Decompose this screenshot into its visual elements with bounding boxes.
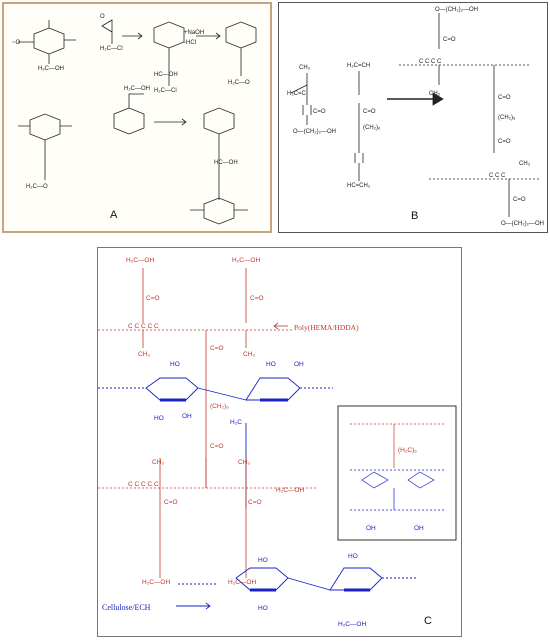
svg-text:HO: HO: [170, 361, 180, 368]
svg-text:H₂C—OH: H₂C—OH: [338, 621, 366, 628]
svg-text:H₂C=CH: H₂C=CH: [347, 63, 370, 69]
glucose-ring: [225, 21, 257, 49]
glucose-ring: [113, 107, 145, 135]
panel-c-composite-network: H₂C—OH H₂C—OH C=O C=O C C C C C CH₃ CH₃ …: [97, 247, 462, 637]
glucose-ring: [203, 197, 235, 225]
svg-text:CH₃: CH₃: [238, 459, 250, 466]
svg-text:OH: OH: [366, 525, 376, 532]
hdda-monomer: [354, 71, 364, 181]
svg-text:H₂C—OH: H₂C—OH: [276, 487, 304, 494]
glucose-ring: [33, 27, 65, 55]
svg-text:HC=CH₂: HC=CH₂: [347, 183, 371, 189]
svg-text:C=O: C=O: [248, 499, 262, 506]
svg-text:OH: OH: [414, 525, 424, 532]
svg-text:HC—OH: HC—OH: [214, 160, 238, 166]
cellulose-annotation: Cellulose/ECH: [102, 603, 151, 612]
svg-text:(H₂C)₆: (H₂C)₆: [398, 447, 417, 454]
svg-text:C=O: C=O: [210, 345, 224, 352]
epichlorohydrin: [101, 19, 113, 44]
svg-text:HC—OH: HC—OH: [154, 72, 178, 78]
svg-text:C=O: C=O: [363, 109, 376, 115]
inset-detail-box: (H₂C)₆ OH OH: [337, 405, 457, 541]
svg-text:C=O: C=O: [313, 109, 326, 115]
svg-text:C C C: C C C: [489, 173, 506, 179]
svg-text:C=O: C=O: [443, 37, 456, 43]
svg-text:C=O: C=O: [164, 499, 178, 506]
polymer-annotation: Poly(HEMA/HDDA): [294, 323, 359, 332]
svg-text:HO: HO: [258, 557, 268, 564]
svg-text:(CH₂)₆: (CH₂)₆: [498, 115, 516, 121]
panel-a-label: A: [110, 209, 118, 221]
svg-text:H₂C—Cl: H₂C—Cl: [154, 88, 177, 94]
reagent-hcl: -HCl: [184, 40, 196, 46]
svg-text:HO: HO: [154, 415, 164, 422]
cellulose-chain-middle: [98, 377, 333, 508]
cellulose-chain-bottom: [178, 567, 418, 592]
svg-text:CH₃: CH₃: [152, 459, 164, 466]
svg-text:OH: OH: [182, 413, 192, 420]
panel-b-diagram: H₂C=C CH₃ C=O O—(CH₂)₂—OH H₂C=CH C=O (CH…: [287, 7, 544, 227]
svg-text:O: O: [100, 14, 105, 20]
svg-text:C C C C: C C C C: [419, 59, 442, 65]
glucose-ring: [153, 21, 185, 49]
svg-text:OH: OH: [294, 361, 304, 368]
panel-b-label: B: [411, 210, 418, 222]
svg-text:H₂C—OH: H₂C—OH: [232, 257, 260, 264]
svg-text:H₂C=C: H₂C=C: [287, 91, 306, 97]
svg-text:HO: HO: [258, 605, 268, 612]
svg-text:CH₃: CH₃: [429, 91, 441, 97]
panel-a-diagram: ~O H₂C—OH O H₂C—Cl HC—OH H₂C—Cl H₂C—O H₂…: [12, 14, 257, 225]
svg-text:O—(CH₂)₂—OH: O—(CH₂)₂—OH: [435, 7, 478, 13]
svg-text:H₂C: H₂C: [230, 419, 242, 426]
svg-text:(CH₂)₆: (CH₂)₆: [363, 125, 381, 131]
panel-b-hema-hdda-polymerization: H₂C=C CH₃ C=O O—(CH₂)₂—OH H₂C=CH C=O (CH…: [278, 2, 548, 233]
svg-text:O—(CH₂)₂—OH: O—(CH₂)₂—OH: [293, 129, 336, 135]
svg-text:HO: HO: [266, 361, 276, 368]
svg-text:(CH₂)₆: (CH₂)₆: [210, 403, 229, 410]
hema-monomer: [290, 73, 312, 125]
svg-text:C C C C C: C C C C C: [128, 481, 159, 488]
panel-c-label: C: [424, 615, 432, 627]
svg-text:C=O: C=O: [210, 443, 224, 450]
svg-text:H₂C—OH: H₂C—OH: [142, 579, 170, 586]
glucose-ring: [203, 107, 235, 135]
svg-text:C C C C C: C C C C C: [128, 323, 159, 330]
polymer-chain-bottom: [98, 458, 318, 578]
svg-text:HO: HO: [348, 553, 358, 560]
svg-text:CH₃: CH₃: [519, 161, 531, 167]
reagent-naoh: +NaOH: [184, 30, 204, 36]
svg-text:CH₃: CH₃: [243, 351, 255, 358]
panel-c-diagram: H₂C—OH H₂C—OH C=O C=O C C C C C CH₃ CH₃ …: [98, 257, 457, 628]
svg-text:H₂C—OH: H₂C—OH: [38, 66, 64, 72]
svg-text:H₂C—OH: H₂C—OH: [228, 579, 256, 586]
svg-text:CH₃: CH₃: [299, 65, 311, 71]
svg-text:C=O: C=O: [250, 295, 264, 302]
svg-text:H₂C—Cl: H₂C—Cl: [100, 46, 123, 52]
svg-text:~O: ~O: [12, 40, 21, 46]
svg-text:C=O: C=O: [513, 197, 526, 203]
svg-text:O—(CH₂)₂—OH: O—(CH₂)₂—OH: [501, 221, 544, 227]
glucose-ring: [29, 113, 61, 141]
svg-text:H₂C—O: H₂C—O: [228, 80, 250, 86]
svg-text:H₂C—OH: H₂C—OH: [124, 86, 150, 92]
svg-text:C=O: C=O: [498, 139, 511, 145]
svg-text:C=O: C=O: [146, 295, 160, 302]
svg-text:H₂C—OH: H₂C—OH: [126, 257, 154, 264]
panel-a-cellulose-ech-crosslinking: ~O H₂C—OH O H₂C—Cl HC—OH H₂C—Cl H₂C—O H₂…: [2, 2, 272, 233]
svg-text:C=O: C=O: [498, 95, 511, 101]
svg-text:H₂C—O: H₂C—O: [26, 184, 48, 190]
svg-text:CH₃: CH₃: [138, 351, 150, 358]
